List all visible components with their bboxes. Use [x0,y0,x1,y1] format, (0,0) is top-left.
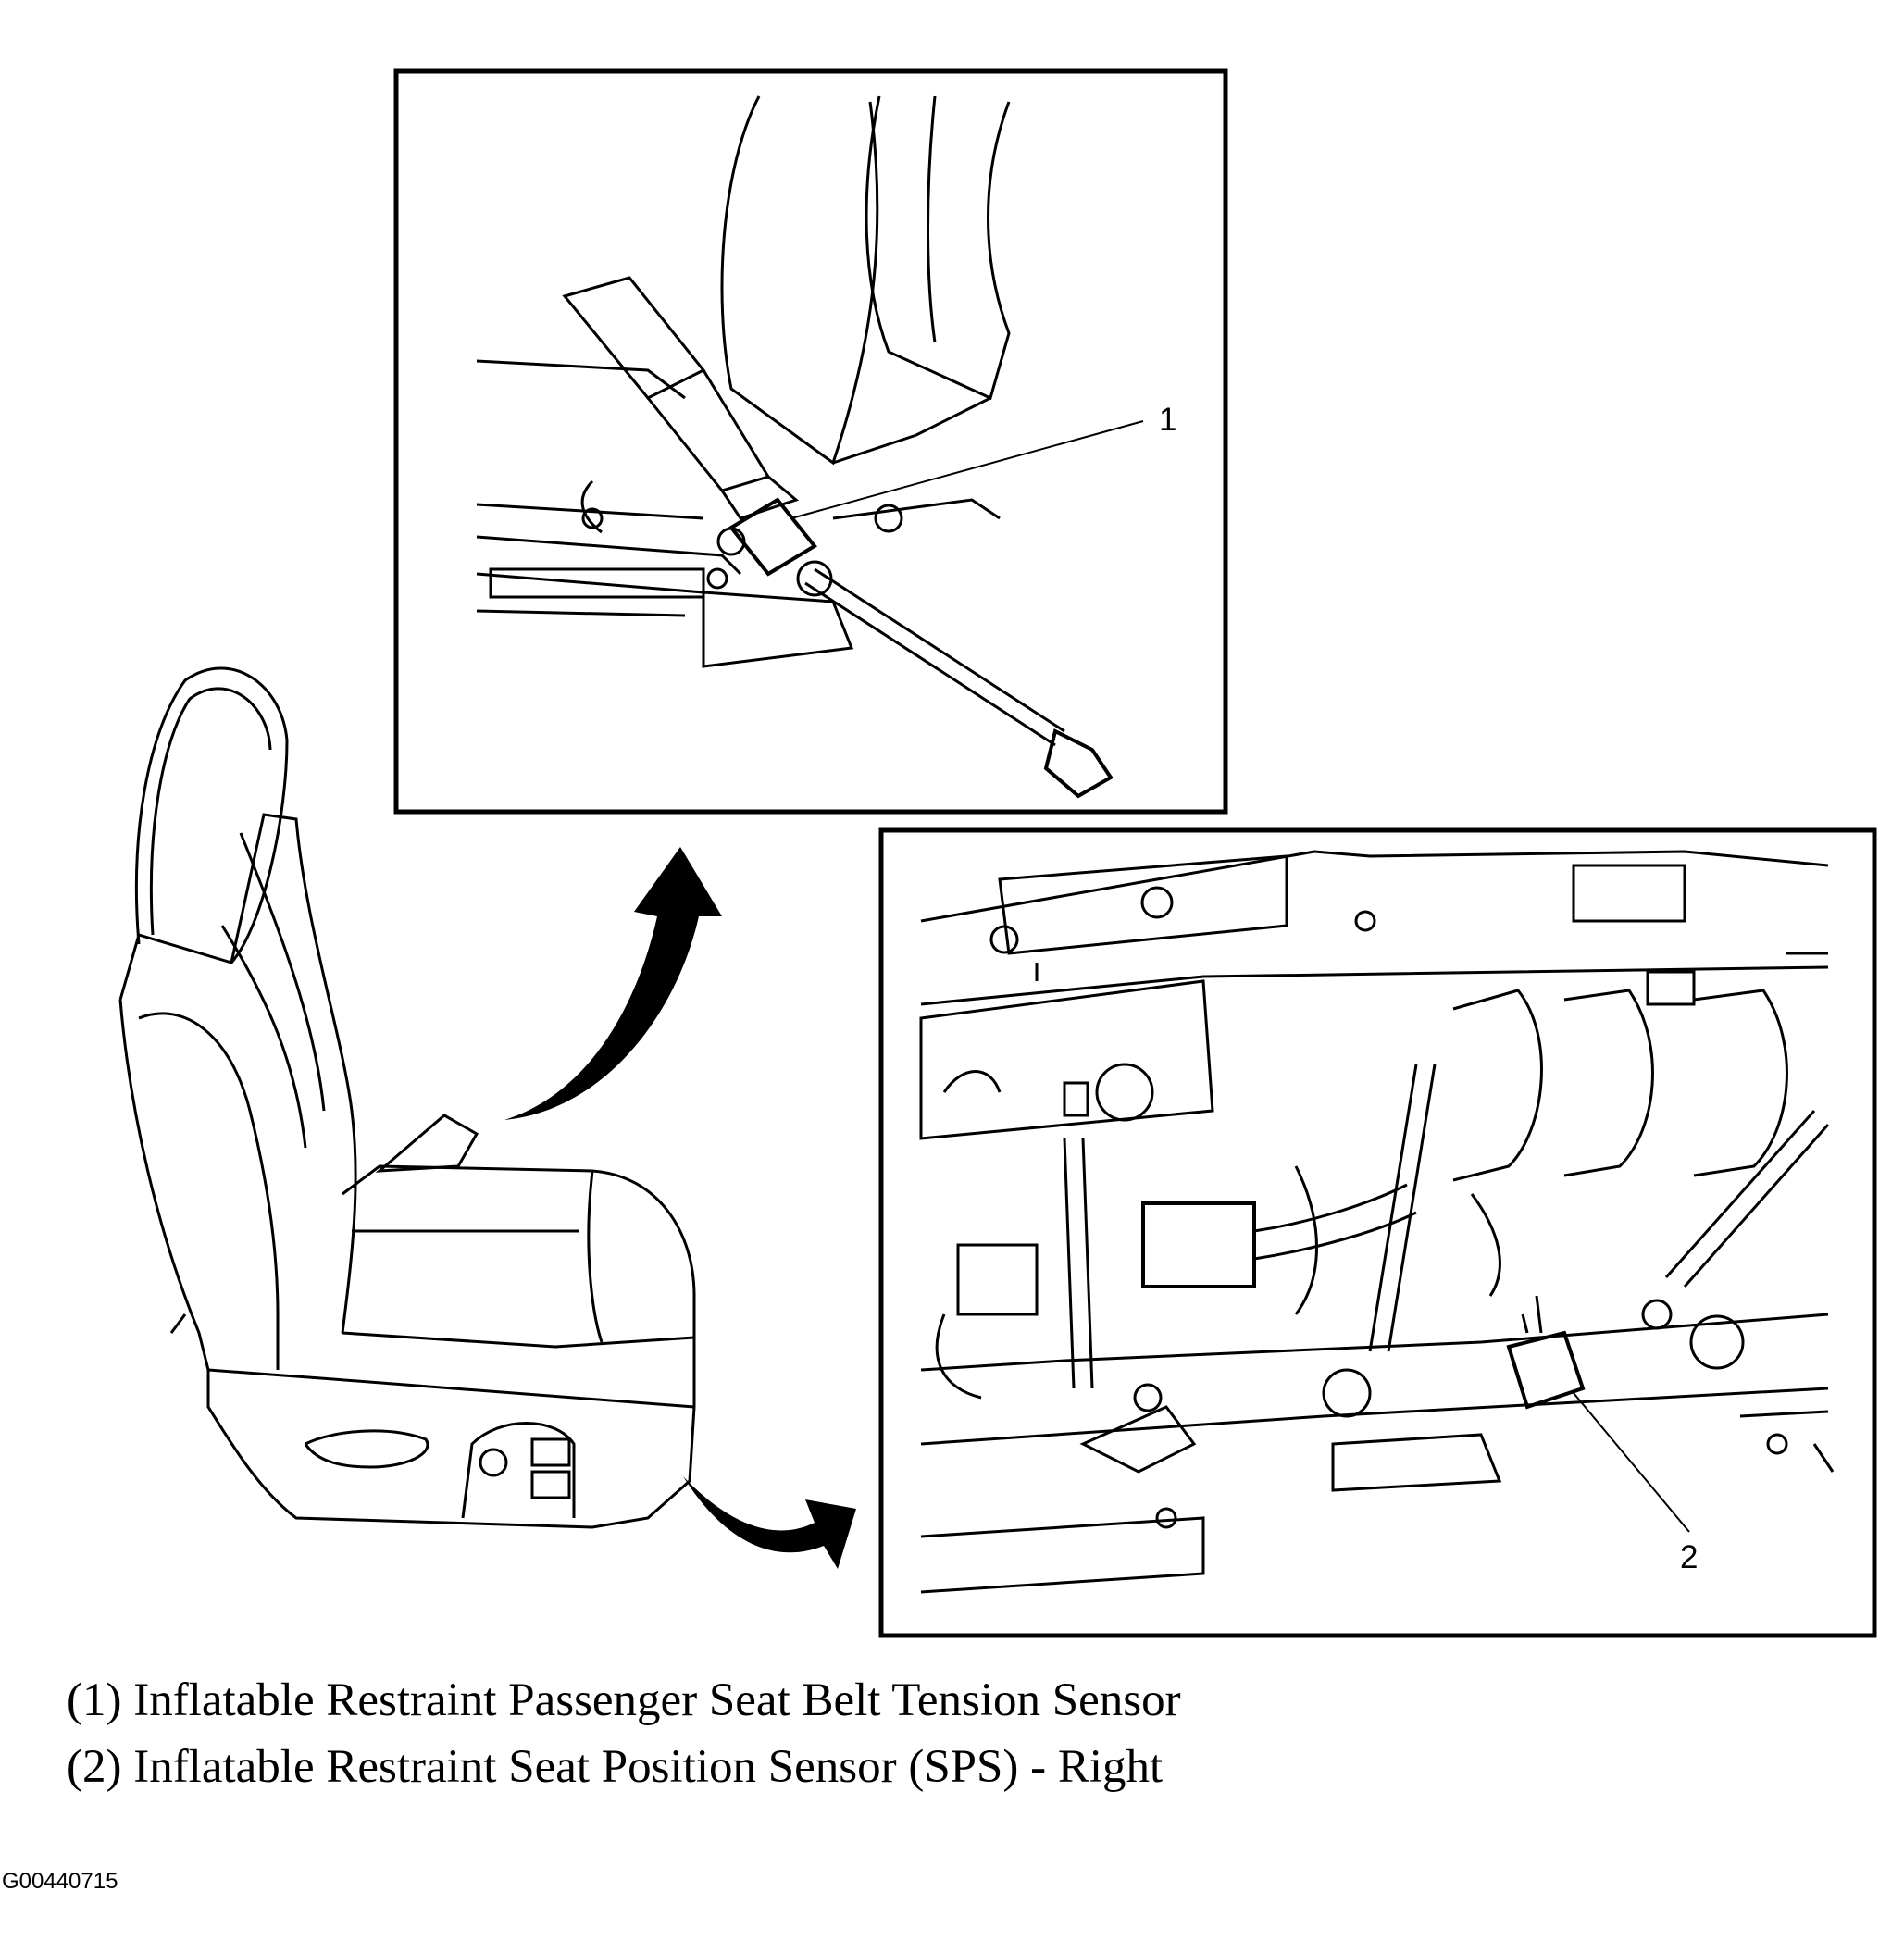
seat-illustration [118,666,696,1529]
figure-id: G00440715 [2,1869,118,1894]
callout-2-label: 2 [1680,1539,1698,1575]
arrow-to-top-panel [504,847,722,1120]
arrow-to-bottom-panel [683,1476,856,1569]
detail-panel-seat-position-sensor [878,827,1877,1638]
legend-item-1: (1) Inflatable Restraint Passenger Seat … [67,1674,1181,1726]
detail-panel-seat-belt-tension-sensor [393,68,1228,815]
callout-1-label: 1 [1159,402,1176,438]
legend-item-2: (2) Inflatable Restraint Seat Position S… [67,1741,1164,1793]
